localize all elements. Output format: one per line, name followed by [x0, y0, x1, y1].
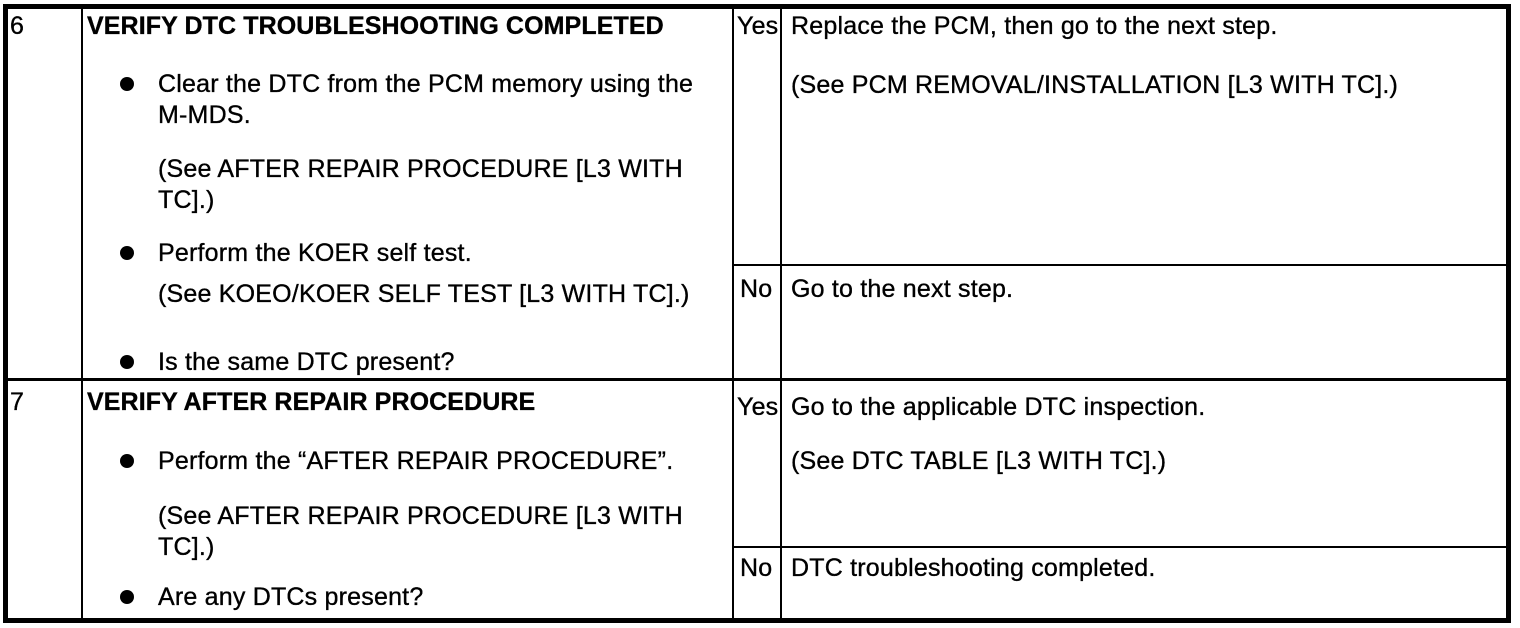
table-outer-border	[3, 4, 1511, 623]
bullet-icon	[120, 77, 134, 91]
result-text: Replace the PCM, then go to the next ste…	[791, 12, 1278, 40]
step-number: 7	[10, 388, 25, 416]
action-heading: VERIFY AFTER REPAIR PROCEDURE	[87, 388, 536, 416]
yes-label: Yes	[737, 12, 779, 40]
bullet-text: Clear the DTC from the PCM memory using …	[158, 70, 694, 98]
column-divider-step	[81, 9, 83, 618]
bullet-icon	[120, 454, 134, 468]
reference-text: (See AFTER REPAIR PROCEDURE [L3 WITH	[158, 502, 683, 530]
bullet-text: Are any DTCs present?	[158, 583, 424, 611]
action-heading: VERIFY DTC TROUBLESHOOTING COMPLETED	[87, 12, 664, 40]
column-divider-yesno	[780, 9, 782, 618]
bullet-text: Is the same DTC present?	[158, 348, 455, 376]
bullet-icon	[120, 355, 134, 369]
bullet-icon	[120, 246, 134, 260]
reference-text: (See AFTER REPAIR PROCEDURE [L3 WITH	[158, 155, 683, 183]
subrow-divider-step6-yes-no	[733, 264, 1507, 266]
subrow-divider-step7-yes-no	[733, 546, 1507, 548]
bullet-text: Perform the “AFTER REPAIR PROCEDURE”.	[158, 447, 674, 475]
reference-text: (See DTC TABLE [L3 WITH TC].)	[791, 447, 1167, 475]
column-divider-action	[732, 9, 734, 618]
reference-text: (See PCM REMOVAL/INSTALLATION [L3 WITH T…	[791, 71, 1399, 99]
reference-text: TC].)	[158, 186, 215, 214]
reference-text: (See KOEO/KOER SELF TEST [L3 WITH TC].)	[158, 280, 690, 308]
reference-text: TC].)	[158, 533, 215, 561]
bullet-text: M-MDS.	[158, 101, 251, 129]
result-text: Go to the next step.	[791, 275, 1014, 303]
no-label: No	[740, 275, 773, 303]
row-divider-step6-step7	[8, 378, 1507, 381]
no-label: No	[740, 554, 773, 582]
step-number: 6	[10, 12, 25, 40]
bullet-text: Perform the KOER self test.	[158, 239, 472, 267]
bullet-icon	[120, 590, 134, 604]
result-text: DTC troubleshooting completed.	[791, 554, 1156, 582]
result-text: Go to the applicable DTC inspection.	[791, 393, 1206, 421]
yes-label: Yes	[737, 393, 779, 421]
